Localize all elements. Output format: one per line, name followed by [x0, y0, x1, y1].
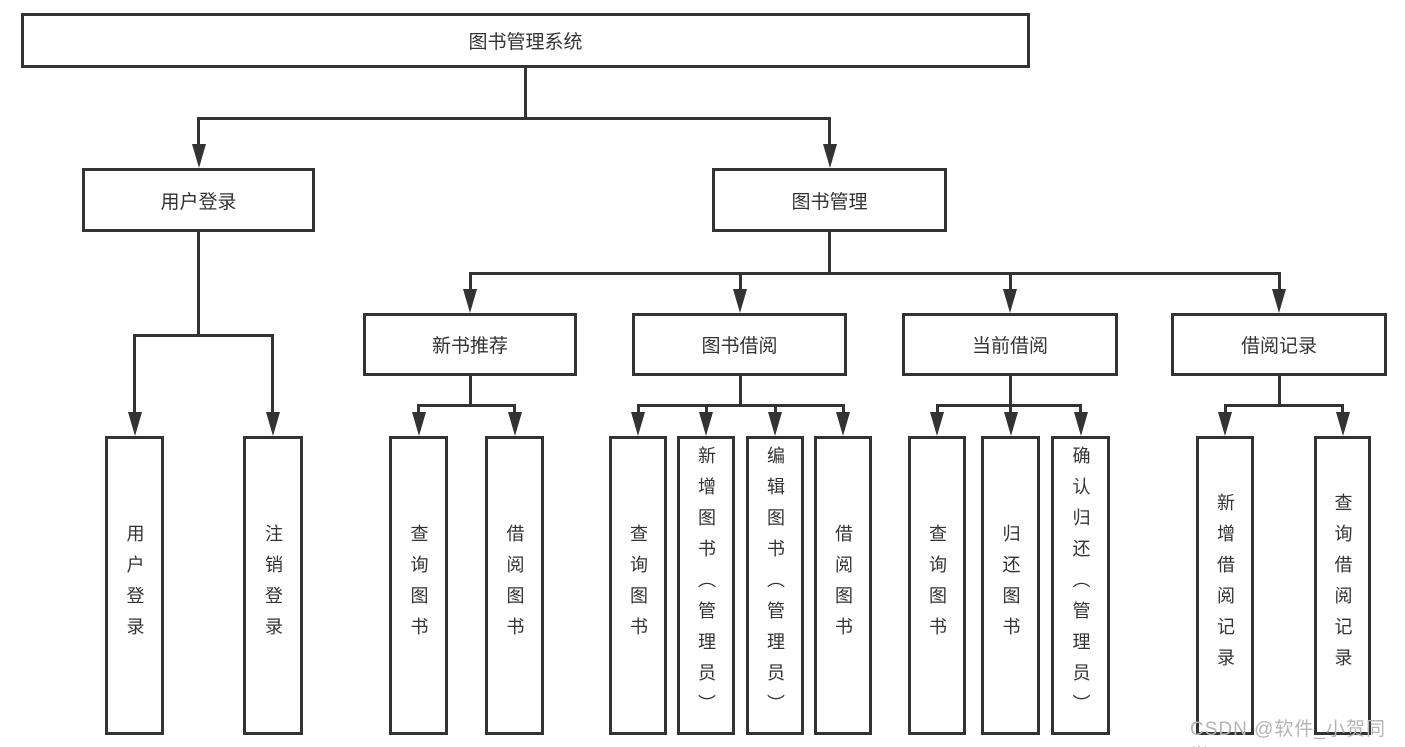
- arrowhead-icon: [1218, 412, 1232, 436]
- connector-line: [133, 334, 274, 337]
- node-book-management: 图书管理: [712, 168, 947, 232]
- arrowhead-icon: [192, 144, 206, 168]
- leaf-query-borrow-record: 查询借阅记录: [1314, 436, 1371, 735]
- arrowhead-icon: [733, 289, 747, 313]
- connector-line: [936, 404, 939, 416]
- connector-line: [469, 376, 472, 407]
- arrowhead-icon: [823, 144, 837, 168]
- connector-line: [637, 404, 640, 416]
- connector-line: [828, 117, 831, 147]
- connector-line: [197, 117, 831, 120]
- arrowhead-icon: [1003, 289, 1017, 313]
- node-borrow-records: 借阅记录: [1171, 313, 1387, 376]
- watermark: CSDN @软件_小贺同学: [1190, 719, 1386, 747]
- leaf-query-books-current: 查询图书: [908, 436, 966, 735]
- leaf-borrow-books: 借阅图书: [814, 436, 872, 735]
- node-current-borrow: 当前借阅: [902, 313, 1118, 376]
- node-user-login: 用户登录: [82, 168, 315, 232]
- leaf-add-borrow-record: 新增借阅记录: [1196, 436, 1254, 735]
- connector-line: [469, 272, 1280, 275]
- arrowhead-icon: [266, 412, 280, 436]
- leaf-borrow-books-recommend: 借阅图书: [485, 436, 544, 735]
- connector-line: [1009, 404, 1012, 416]
- node-root: 图书管理系统: [21, 13, 1030, 68]
- arrowhead-icon: [1272, 289, 1286, 313]
- arrowhead-icon: [463, 289, 477, 313]
- connector-line: [271, 334, 274, 414]
- arrowhead-icon: [699, 412, 713, 436]
- connector-line: [469, 272, 472, 292]
- leaf-edit-book-admin: 编辑图书（管理员）: [746, 436, 804, 735]
- connector-line: [1278, 272, 1281, 292]
- leaf-return-book: 归还图书: [981, 436, 1040, 735]
- connector-line: [1079, 404, 1082, 416]
- leaf-query-books-borrow: 查询图书: [609, 436, 667, 735]
- arrowhead-icon: [930, 412, 944, 436]
- connector-line: [524, 68, 527, 118]
- connector-line: [1224, 404, 1344, 407]
- connector-line: [197, 117, 200, 147]
- connector-line: [513, 404, 516, 416]
- connector-line: [842, 404, 845, 416]
- connector-line: [417, 404, 516, 407]
- node-book-borrow: 图书借阅: [632, 313, 847, 376]
- arrowhead-icon: [128, 412, 142, 436]
- arrowhead-icon: [508, 412, 522, 436]
- arrowhead-icon: [768, 412, 782, 436]
- arrowhead-icon: [631, 412, 645, 436]
- arrowhead-icon: [412, 412, 426, 436]
- connector-line: [1009, 376, 1012, 407]
- leaf-logout: 注销登录: [243, 436, 303, 735]
- connector-line: [1224, 404, 1227, 416]
- connector-line: [133, 334, 136, 414]
- connector-line: [705, 404, 708, 416]
- connector-line: [739, 272, 742, 292]
- leaf-user-login: 用户登录: [105, 436, 164, 735]
- connector-line: [1009, 272, 1012, 292]
- node-new-book-recommend: 新书推荐: [363, 313, 577, 376]
- connector-line: [774, 404, 777, 416]
- connector-line: [637, 404, 845, 407]
- connector-line: [828, 232, 831, 275]
- connector-line: [1278, 376, 1281, 407]
- arrowhead-icon: [1074, 412, 1088, 436]
- leaf-confirm-return-admin: 确认归还（管理员）: [1051, 436, 1110, 735]
- connector-line: [739, 376, 742, 407]
- connector-line: [417, 404, 420, 416]
- connector-line: [1341, 404, 1344, 416]
- arrowhead-icon: [836, 412, 850, 436]
- arrowhead-icon: [1336, 412, 1350, 436]
- leaf-add-book-admin: 新增图书（管理员）: [677, 436, 735, 735]
- arrowhead-icon: [1004, 412, 1018, 436]
- leaf-query-books-recommend: 查询图书: [389, 436, 448, 735]
- connector-line: [197, 232, 200, 336]
